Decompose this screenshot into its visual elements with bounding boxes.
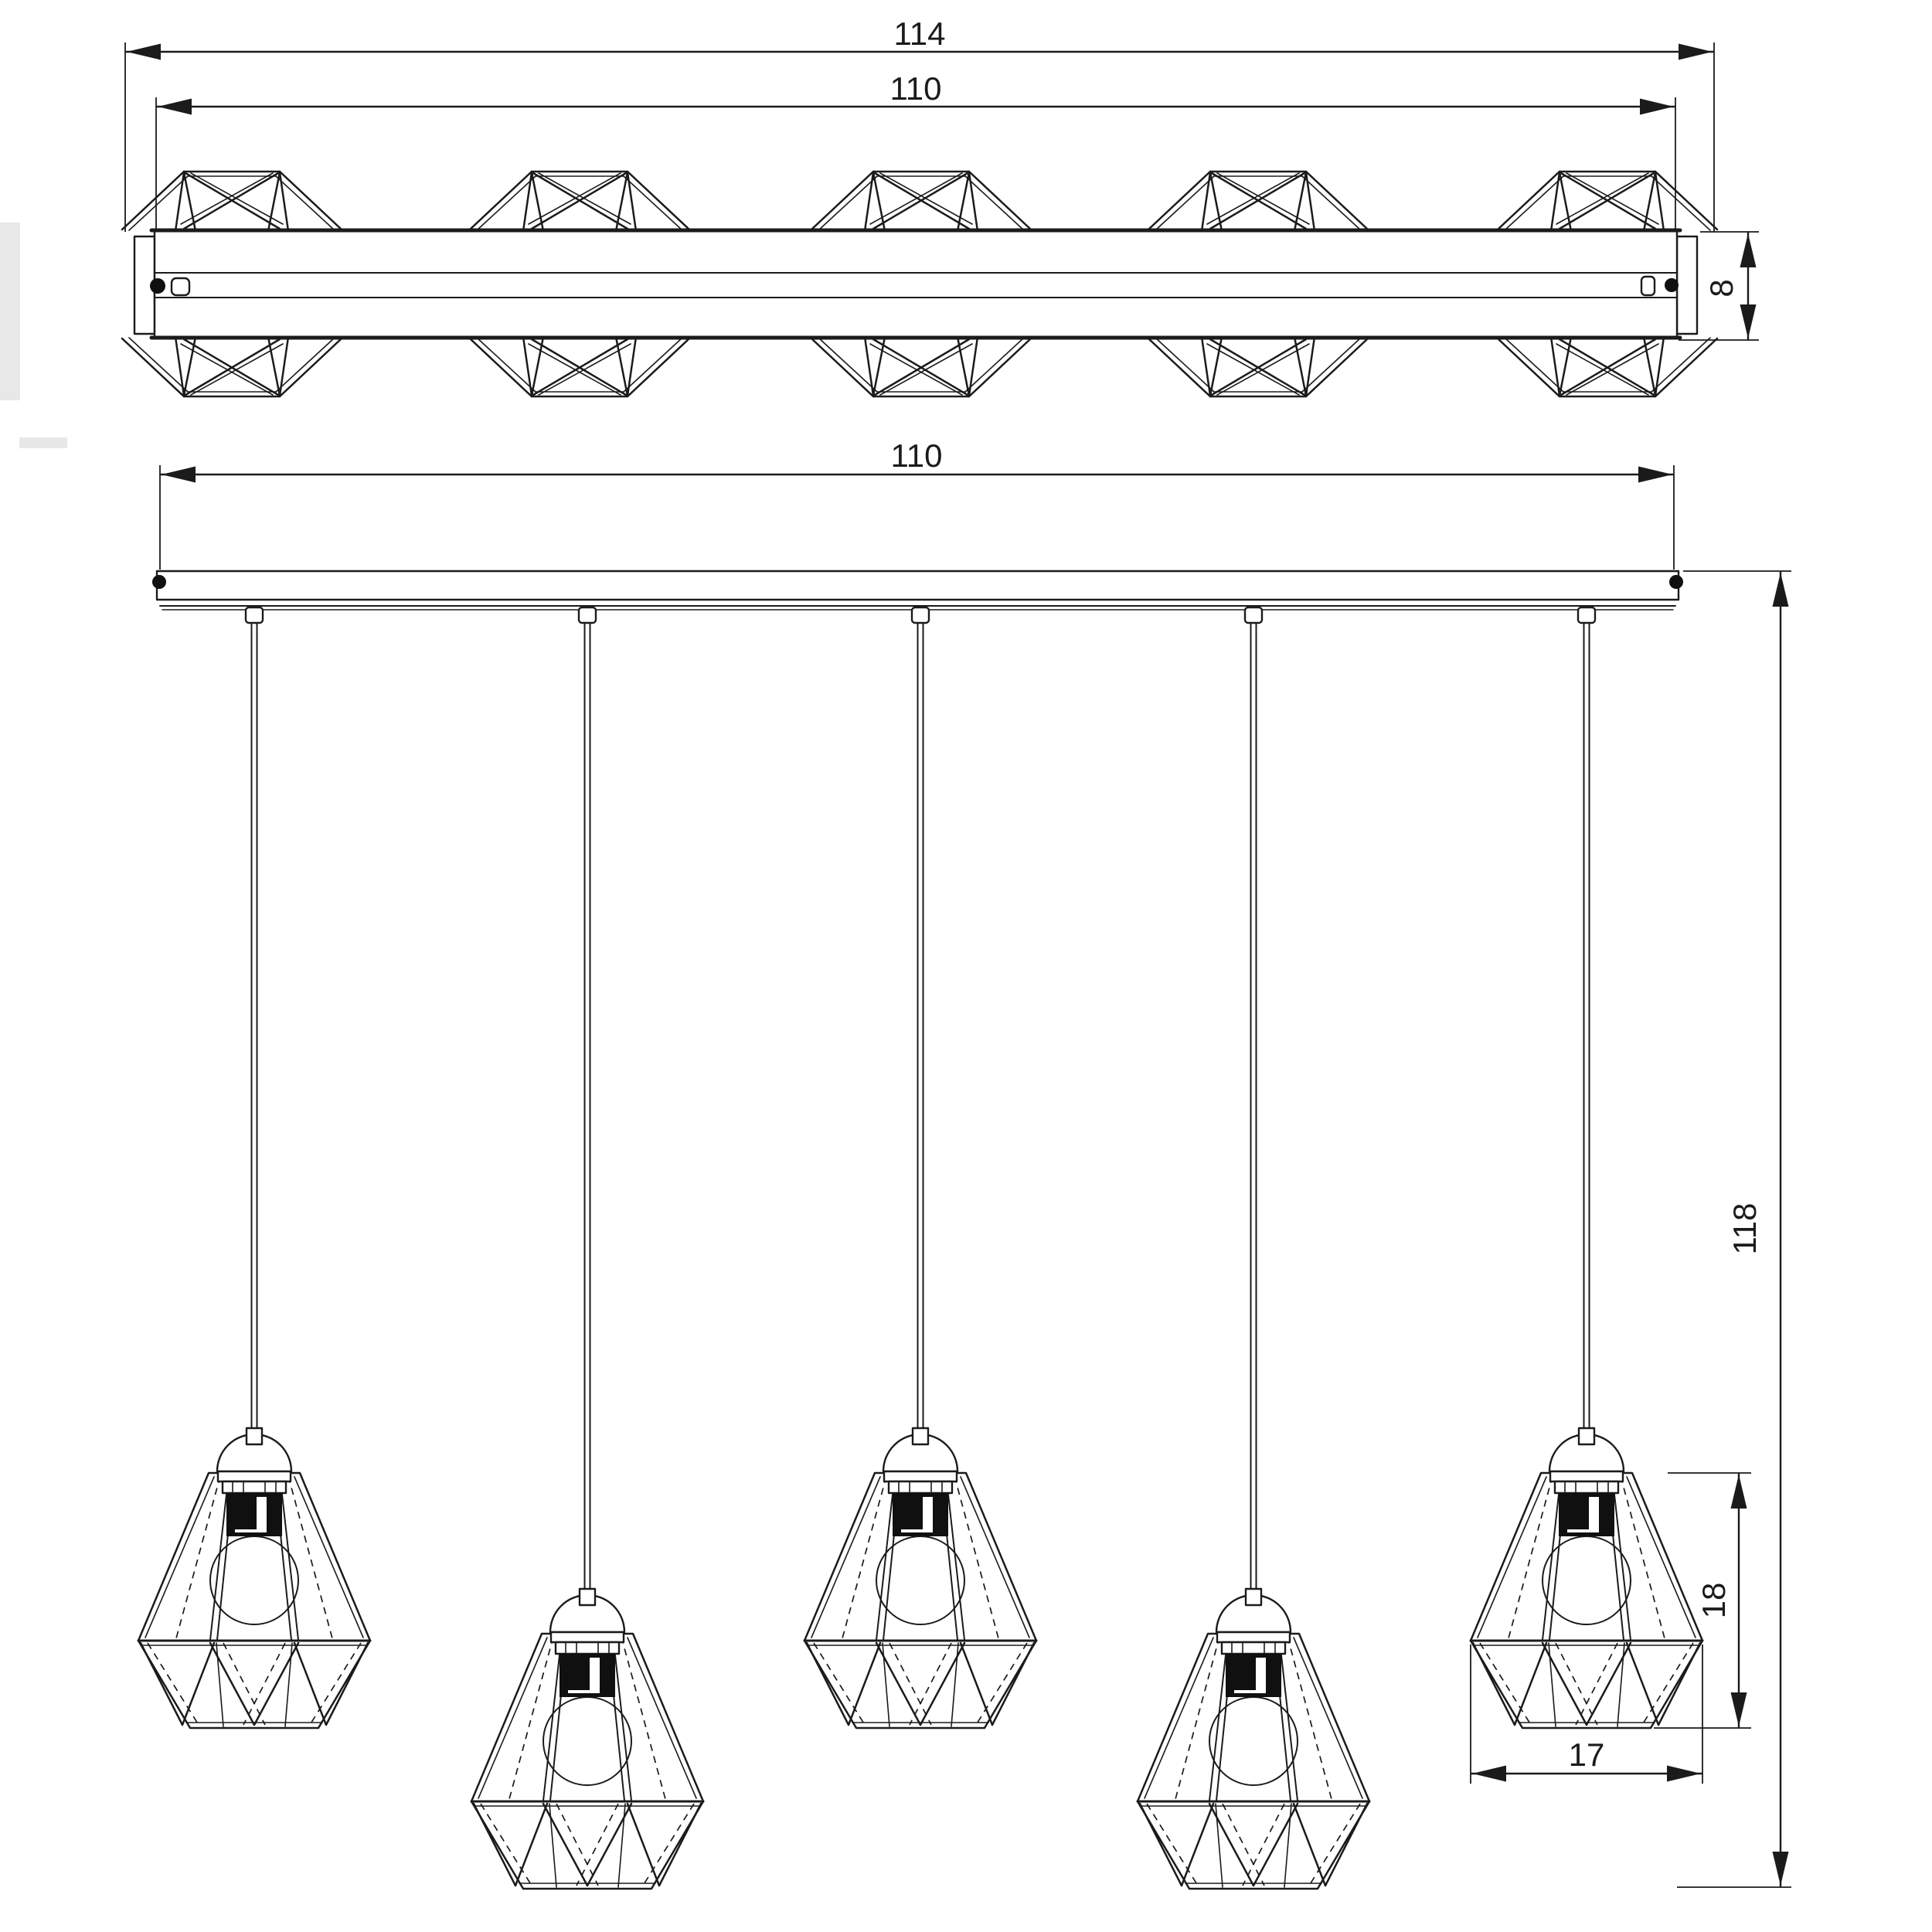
dim-arrow <box>1640 98 1674 115</box>
dim-shade-diameter-label: 17 <box>1569 1736 1605 1773</box>
pendant-lamps <box>137 1427 1704 1890</box>
dim-arrow <box>1730 1475 1747 1509</box>
top-shade-4 <box>1147 170 1369 233</box>
top-view: 114 110 <box>121 15 1759 398</box>
cord-grip-3 <box>910 606 930 624</box>
dim-overall-length-label: 114 <box>894 15 946 52</box>
cord-2 <box>583 622 591 1591</box>
pendant-lamp-2 <box>470 1587 705 1890</box>
dim-overall-length: 114 <box>124 15 1715 232</box>
canopy-end-plate-right <box>1675 235 1699 335</box>
dim-arrow <box>1638 466 1672 483</box>
dim-shade-diameter: 17 <box>1470 1645 1703 1784</box>
dim-canopy-length-top-label: 110 <box>890 70 942 107</box>
scan-artifact-small <box>19 437 67 448</box>
top-shade-3 <box>810 170 1032 233</box>
top-shade-5 <box>1496 170 1719 233</box>
front-view: 110 <box>137 437 1791 1890</box>
cord-grips <box>244 606 1597 624</box>
dim-arrow <box>162 466 196 483</box>
dim-arrow <box>1679 43 1713 60</box>
suspension-cords <box>250 622 1590 1591</box>
pendant-lamp-3 <box>803 1427 1038 1730</box>
top-shade-5-mirror <box>1496 335 1719 398</box>
cord-grip-2 <box>577 606 597 624</box>
dim-canopy-length-front-label: 110 <box>891 437 943 474</box>
cord-grip-5 <box>1577 606 1597 624</box>
top-shade-1-mirror <box>121 335 343 398</box>
bar-end-cap-right <box>1669 575 1683 589</box>
pendant-lamp-1 <box>137 1427 372 1730</box>
scan-artifact <box>0 223 20 400</box>
cord-grip-1 <box>244 606 264 624</box>
cord-grip-4 <box>1243 606 1264 624</box>
dim-arrow <box>1730 1692 1747 1726</box>
keyhole-slot-right <box>1640 275 1656 297</box>
front-view-canopy-bar <box>152 570 1683 611</box>
top-shade-2 <box>468 170 691 233</box>
dim-arrow <box>1740 304 1757 338</box>
top-view-canopy-bar <box>133 228 1699 340</box>
dim-shade-height: 18 <box>1654 1472 1751 1729</box>
top-shade-2-mirror <box>468 335 691 398</box>
dim-canopy-length-front: 110 <box>159 437 1675 570</box>
dim-arrow <box>1472 1765 1506 1782</box>
dim-shade-height-label: 18 <box>1696 1583 1732 1619</box>
cord-1 <box>250 622 258 1430</box>
dim-arrow <box>158 98 192 115</box>
cord-4 <box>1250 622 1257 1591</box>
dim-arrow <box>1772 1852 1789 1886</box>
top-shade-3-mirror <box>810 335 1032 398</box>
dim-overall-height-label: 118 <box>1726 1203 1763 1255</box>
dim-arrow <box>127 43 161 60</box>
pendant-lamp-4 <box>1136 1587 1371 1890</box>
dim-canopy-depth: 8 <box>1679 231 1759 341</box>
top-shade-4-mirror <box>1147 335 1369 398</box>
keyhole-slot-left <box>170 277 191 297</box>
end-screw-left <box>150 278 165 294</box>
dim-arrow <box>1667 1765 1701 1782</box>
end-screw-right <box>1665 278 1679 292</box>
dim-canopy-length-top: 110 <box>155 70 1676 229</box>
dim-canopy-depth-label: 8 <box>1703 279 1740 297</box>
top-shade-1 <box>121 170 343 233</box>
cord-5 <box>1583 622 1590 1430</box>
dim-arrow <box>1740 233 1757 267</box>
dim-overall-height: 118 <box>1677 570 1791 1888</box>
bar-end-cap-left <box>152 575 166 589</box>
cord-3 <box>917 622 924 1430</box>
dim-arrow <box>1772 573 1789 607</box>
